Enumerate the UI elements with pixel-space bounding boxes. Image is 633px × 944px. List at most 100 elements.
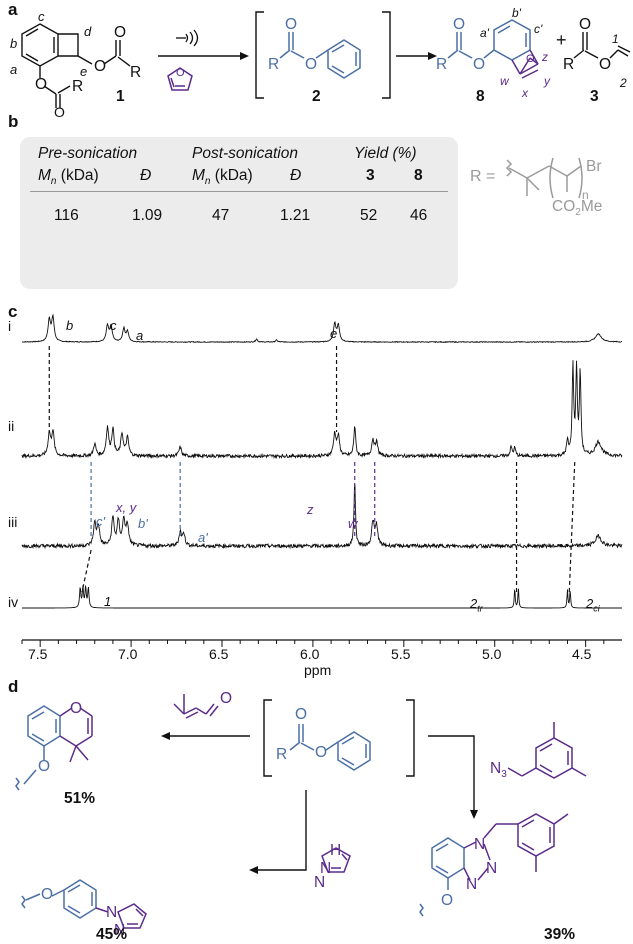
atom-label-3-1: 1 <box>612 32 619 46</box>
peak-label-w: w <box>348 516 358 531</box>
pyrazole-reagent-nh: N <box>320 860 332 877</box>
r-group-br: Br <box>586 158 602 175</box>
atom-o-1: O <box>94 58 107 75</box>
atom-o-3a: O <box>579 16 592 33</box>
atom-o-2b: O <box>305 56 318 73</box>
atom-label-8w: w <box>500 74 509 88</box>
results-table: Pre-sonication Post-sonication Yield (%)… <box>20 137 458 289</box>
scheme-d <box>15 694 587 929</box>
nmr-traces <box>21 313 623 609</box>
col-pre-dispersity: Đ <box>140 167 152 184</box>
atom-o-3b: O <box>599 56 612 73</box>
plus-sign: + <box>556 30 567 50</box>
trace-ii <box>21 360 623 460</box>
atom-label-8x: x <box>522 86 528 100</box>
atom-r-1b: R <box>72 78 84 95</box>
peak-label-z: z <box>307 502 314 517</box>
col-post-mn: Mn (kDa) <box>192 167 253 187</box>
atom-label-8c: c' <box>534 22 543 36</box>
panel-letter-a: a <box>8 0 18 19</box>
peak-label-e: e <box>330 326 338 341</box>
r-group-n: n <box>582 188 589 202</box>
atom-label-1c: c <box>38 9 45 24</box>
compound-8-label: 8 <box>476 88 485 105</box>
mn-unit: (kDa) <box>210 167 253 184</box>
azide-n3: N3 <box>490 760 507 780</box>
peak-label-2ci: 2ci <box>586 596 600 614</box>
svg-text:O: O <box>176 67 185 79</box>
tick-label-4.5: 4.5 <box>572 646 592 662</box>
panel-letter-d: d <box>8 677 19 696</box>
mn-subscript: n <box>50 176 57 188</box>
value-post-mn: 47 <box>212 207 230 224</box>
r-group-label: R = <box>470 168 496 185</box>
atom-r-8: R <box>436 56 448 73</box>
compound-1-label: 1 <box>116 88 125 105</box>
value-yield-3: 52 <box>360 207 378 224</box>
atom-label-8z: z <box>542 50 548 64</box>
aryne-o-carbonyl: O <box>295 706 308 723</box>
atom-r-3: R <box>563 56 575 73</box>
atom-o-1b: O <box>114 24 127 41</box>
mn-unit: (kDa) <box>56 167 99 184</box>
triazole-n1: N <box>474 836 486 853</box>
nmr-spectra <box>21 313 623 647</box>
peak-label-c: c <box>110 318 117 333</box>
atom-o-1c: O <box>35 76 48 93</box>
tick-label-5.0: 5.0 <box>482 646 502 662</box>
triazole-n3: N <box>466 876 478 893</box>
trace-label-ii: ii <box>8 418 15 434</box>
compound-2-label: 2 <box>312 88 321 105</box>
pyrazole-reagent-n: N <box>314 874 326 891</box>
atom-label-1b: b <box>10 36 18 51</box>
trace-label-i: i <box>8 318 12 334</box>
atom-label-8b: b' <box>512 6 521 20</box>
peak-2tr-sub: tr <box>477 603 483 614</box>
peak-label-a-prime: a' <box>198 530 208 545</box>
x-axis-ticks <box>21 640 605 647</box>
azide-n: N <box>490 760 502 777</box>
pyrazole-reagent-h: H <box>330 842 342 859</box>
trace-label-iii: iii <box>8 514 18 530</box>
yield-pyrazole: 45% <box>96 926 128 943</box>
peak-label-b: b <box>66 318 74 333</box>
yield-chromene: 51% <box>64 790 96 807</box>
scheme-a: O O <box>21 11 631 108</box>
peak-label-a: a <box>136 328 144 343</box>
panel-letter-c: c <box>8 302 18 321</box>
trace-label-iv: iv <box>8 594 19 610</box>
guide-vinyl-1 <box>81 549 92 593</box>
peak-2tr-num: 2 <box>470 596 478 611</box>
guide-vinyl-2ci <box>568 461 576 593</box>
col-pre-mn: Mn (kDa) <box>38 167 99 187</box>
atom-label-8a: a' <box>480 26 489 40</box>
atom-label-1d: d <box>84 24 92 39</box>
atom-o-2a: O <box>285 16 298 33</box>
peak-label-c-prime: c' <box>96 514 105 529</box>
col-yield-8: 8 <box>414 167 423 184</box>
atom-label-8y: y <box>544 74 550 88</box>
atom-label-3-2: 2 <box>620 76 627 90</box>
azide-sub: 3 <box>501 769 507 781</box>
r-group-structure <box>505 157 583 199</box>
triazole-n2: N <box>486 860 498 877</box>
compound-3-label: 3 <box>590 88 599 105</box>
r-group-ester: CO2Me <box>552 198 602 218</box>
trace-iv <box>22 585 622 609</box>
col-yield-3: 3 <box>366 167 375 184</box>
triazole-o: O <box>441 892 454 909</box>
value-pre-d: 1.09 <box>132 207 163 224</box>
aryne-o-ester: O <box>315 744 328 761</box>
panel-letter-b: b <box>8 112 19 131</box>
header-yield: Yield (%) <box>354 145 417 162</box>
tick-label-7.0: 7.0 <box>118 646 138 662</box>
r-ester-sub: 2 <box>575 207 581 219</box>
r-ester-me: Me <box>580 198 603 215</box>
mn-subscript: n <box>204 176 211 188</box>
svg-text:O: O <box>526 53 535 65</box>
tick-label-7.5: 7.5 <box>28 646 48 662</box>
trace-i <box>21 313 623 344</box>
header-pre-sonication: Pre-sonication <box>38 145 138 162</box>
mn-symbol: M <box>38 167 51 184</box>
table-divider <box>30 191 448 192</box>
